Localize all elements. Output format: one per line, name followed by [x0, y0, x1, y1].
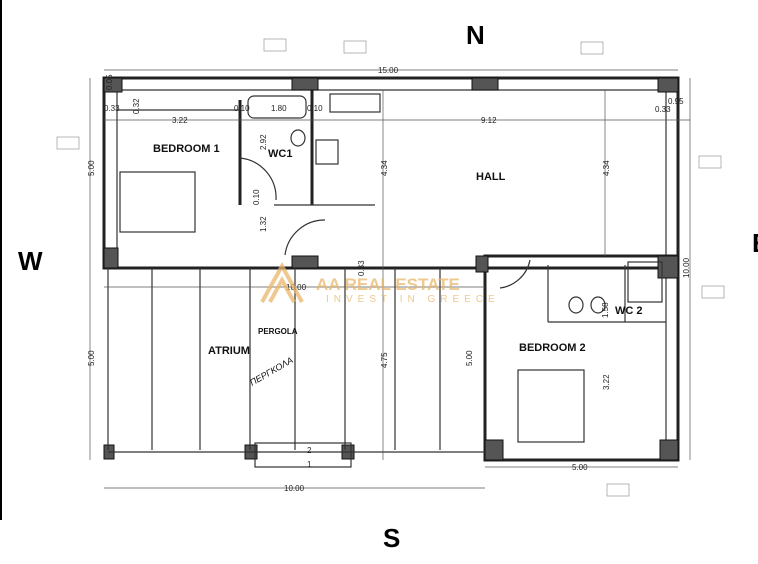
dimension-labels: 15.00 3.22 1.80 9.12 5.00 4.34 4.34 2.92… — [87, 66, 691, 493]
room-label-bedroom2: BEDROOM 2 — [519, 342, 586, 354]
svg-text:0.33: 0.33 — [357, 260, 366, 276]
toilet-wc2 — [568, 296, 584, 314]
svg-text:0.10: 0.10 — [307, 104, 323, 113]
room-label-pergola: PERGOLA — [258, 327, 298, 336]
svg-text:5.00: 5.00 — [572, 463, 588, 472]
svg-text:4.34: 4.34 — [380, 160, 389, 176]
room-label-wc1: WC1 — [268, 148, 292, 160]
svg-text:10.00: 10.00 — [284, 484, 305, 493]
shower — [627, 261, 663, 303]
svg-text:5.00: 5.00 — [87, 350, 96, 366]
svg-text:15.00: 15.00 — [378, 66, 399, 75]
bed-2 — [517, 369, 585, 443]
room-label-bedroom1: BEDROOM 1 — [153, 143, 220, 155]
compass-south: S — [383, 523, 400, 553]
svg-text:3.22: 3.22 — [172, 116, 188, 125]
svg-text:1.32: 1.32 — [259, 216, 268, 232]
bed-1 — [119, 171, 196, 233]
svg-text:1.80: 1.80 — [271, 104, 287, 113]
compass-east: E — [752, 228, 758, 258]
kitchen-sink — [329, 93, 381, 113]
room-label-atrium: ATRIUM — [208, 345, 250, 357]
compass-west: W — [18, 246, 43, 276]
window-tags — [56, 38, 725, 497]
svg-text:0.10: 0.10 — [234, 104, 250, 113]
svg-text:5.00: 5.00 — [87, 160, 96, 176]
svg-text:1: 1 — [307, 460, 312, 469]
svg-text:9.12: 9.12 — [481, 116, 497, 125]
svg-text:4.75: 4.75 — [380, 352, 389, 368]
svg-text:10.00: 10.00 — [286, 283, 307, 292]
bathtub — [247, 95, 307, 119]
svg-text:0.33: 0.33 — [655, 105, 671, 114]
svg-text:0.10: 0.10 — [252, 189, 261, 205]
toilet-wc1 — [290, 129, 306, 147]
room-label-wc2: WC 2 — [615, 305, 643, 317]
svg-text:4.34: 4.34 — [602, 160, 611, 176]
logo-icon — [260, 261, 304, 303]
svg-text:0.95: 0.95 — [668, 97, 684, 106]
svg-text:0.32: 0.32 — [132, 98, 141, 114]
compass-north: N — [466, 20, 485, 50]
room-label-pergola-greek: ΠΕΡΓΚΟΛΑ — [248, 355, 295, 388]
svg-text:5.00: 5.00 — [465, 350, 474, 366]
walls — [102, 76, 680, 462]
svg-text:1.58: 1.58 — [601, 302, 610, 318]
svg-text:AA REAL ESTATE: AA REAL ESTATE — [316, 275, 460, 294]
furniture — [119, 93, 663, 443]
watermark-logo: AA REAL ESTATE INVEST IN GREECE — [260, 261, 500, 305]
svg-text:0.33: 0.33 — [104, 104, 120, 113]
pergola-beams — [107, 268, 485, 468]
svg-text:INVEST IN GREECE: INVEST IN GREECE — [326, 294, 500, 305]
stove — [315, 139, 339, 165]
svg-text:10.00: 10.00 — [682, 257, 691, 278]
bidet-wc2 — [590, 296, 606, 314]
svg-text:3.22: 3.22 — [602, 374, 611, 390]
svg-text:0.05: 0.05 — [105, 74, 114, 90]
svg-text:2.92: 2.92 — [259, 134, 268, 150]
svg-text:2: 2 — [307, 446, 312, 455]
room-label-hall: HALL — [476, 171, 506, 183]
